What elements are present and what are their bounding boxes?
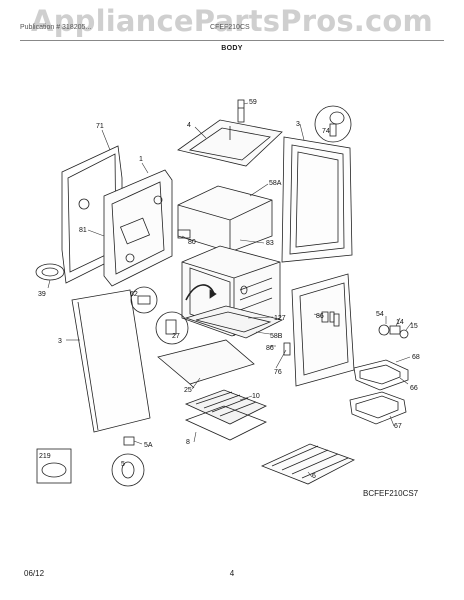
oven-rack-6 [260,443,355,485]
leveling-leg-5A [123,436,135,446]
detail-219 [36,448,72,484]
callout-8: 8 [186,439,190,446]
callout-86-left: 86 [266,345,274,352]
diagram-code: BCFEF210CS7 [363,489,419,498]
callout-27: 27 [172,333,180,340]
callout-labels: 4 59 71 1 3 74 58A 81 80 83 39 62 27 127… [38,99,420,480]
detail-62 [130,286,158,314]
callout-14: 14 [396,319,404,326]
oven-bottom-127 [184,305,284,339]
side-panel-3 [71,289,151,433]
callout-127: 127 [274,315,286,322]
oven-door [291,273,355,387]
detail-5 [111,453,145,487]
top-panel [177,119,283,167]
callout-5: 5 [121,461,125,468]
callout-66: 66 [410,385,418,392]
diagram-title: BODY [221,45,243,52]
oven-liner-58A [177,185,273,253]
callout-83: 83 [266,240,274,247]
callout-68: 68 [412,354,420,361]
detail-27 [155,311,189,345]
leader-lines [47,102,413,478]
watermark-logo: AppliancePartsPros.com [31,4,433,38]
callout-219: 219 [39,453,51,460]
callout-39: 39 [38,291,46,298]
callout-4: 4 [187,122,191,129]
callout-15: 15 [410,323,418,330]
callout-1: 1 [139,156,143,163]
small-part-86 [329,311,335,323]
callout-10: 10 [252,393,260,400]
callout-76: 76 [274,369,282,376]
door-frame-3 [281,136,353,263]
callout-3-top: 3 [296,121,300,128]
callout-71: 71 [96,123,104,130]
model-number: CFEF210CS [210,24,250,31]
callout-74: 74 [322,128,330,135]
footer-date: 06/12 [24,569,45,578]
broiler-pan-25 [157,339,255,389]
callout-81: 81 [79,227,87,234]
wire-harness-39 [35,263,65,281]
small-part-76 [283,342,291,356]
callout-59: 59 [249,99,257,106]
callout-80: 80 [188,239,196,246]
header-divider [20,40,444,41]
callout-54: 54 [376,311,384,318]
callout-86-right: 86 [316,313,324,320]
callout-58A: 58A [269,180,282,187]
oven-light-74 [314,105,352,143]
callout-25: 25 [184,387,192,394]
callout-3-side: 3 [58,338,62,345]
callout-5A: 5A [144,442,153,449]
callout-62: 62 [130,291,138,298]
callout-67: 67 [394,423,402,430]
callout-58B: 58B [270,333,283,340]
thermostat-knobs [378,324,409,339]
screw-59 [237,99,245,123]
callout-6: 6 [312,473,316,480]
footer-page-number: 4 [229,569,235,578]
broiler-grid-10 [184,389,267,441]
back-panel-1 [103,169,173,287]
small-part-80 [177,229,191,239]
broil-element-66 [353,359,409,391]
publication-number: Publication # 318205... [20,24,92,31]
bake-element-67 [349,391,407,425]
